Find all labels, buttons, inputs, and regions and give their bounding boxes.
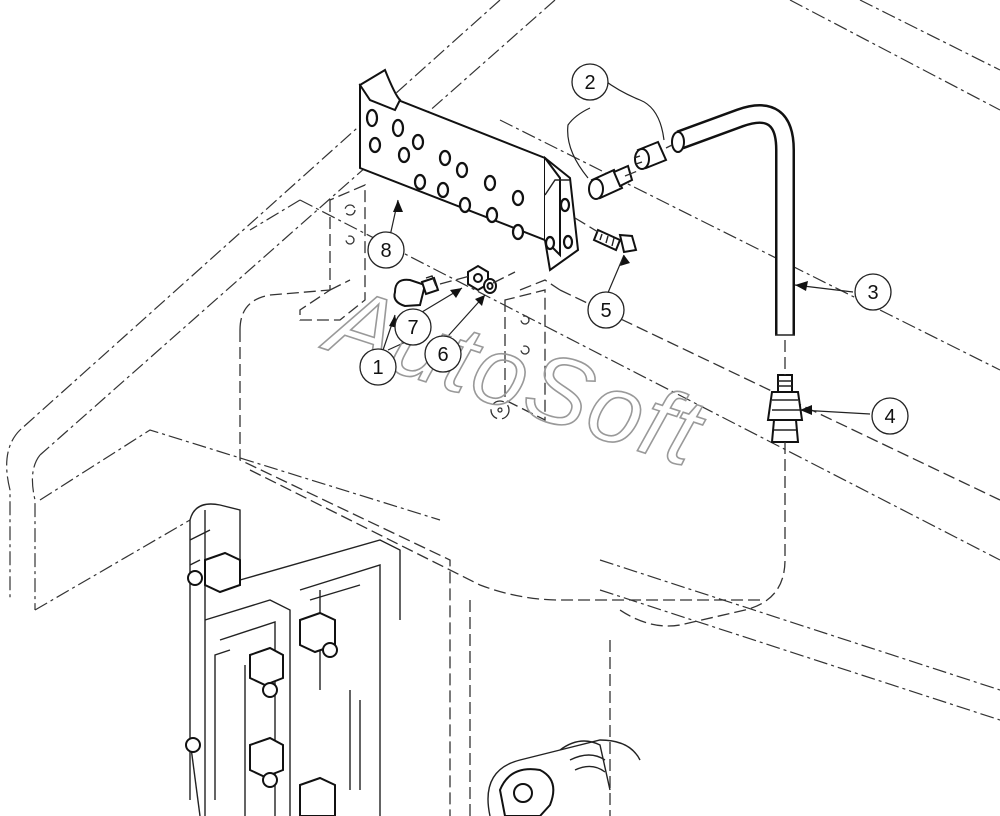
callout-label: 3: [867, 282, 878, 304]
callout-7: 7: [394, 308, 432, 346]
air-tube: [671, 104, 795, 336]
tube-fittings: [588, 140, 668, 200]
callout-4: 4: [871, 397, 909, 435]
callout-label: 5: [600, 300, 611, 322]
callout-label: 6: [437, 344, 448, 366]
callout-label: 7: [407, 317, 418, 339]
perforated-plate: [358, 68, 580, 272]
callout-3: 3: [854, 273, 892, 311]
nut-and-washer: [467, 264, 497, 294]
callout-label: 8: [380, 240, 391, 262]
shackle-assembly: [487, 739, 641, 816]
callout-label: 4: [884, 406, 895, 428]
spring-hanger: [189, 503, 401, 816]
callout-5: 5: [587, 291, 625, 329]
callout-1: 1: [359, 348, 397, 386]
tube-fitting-lower: [766, 374, 804, 443]
callout-2: 2: [571, 63, 609, 101]
callout-label: 2: [584, 72, 595, 94]
callout-8: 8: [367, 231, 405, 269]
bolt: [592, 228, 638, 254]
frame-outline: [6, 0, 1000, 721]
assembly-lines: [439, 144, 786, 627]
valve: [393, 275, 440, 308]
callout-6: 6: [424, 335, 462, 373]
callout-label: 1: [372, 357, 383, 379]
mounting-bracket-outline: [299, 184, 561, 422]
hanger-bolts: [185, 551, 338, 816]
